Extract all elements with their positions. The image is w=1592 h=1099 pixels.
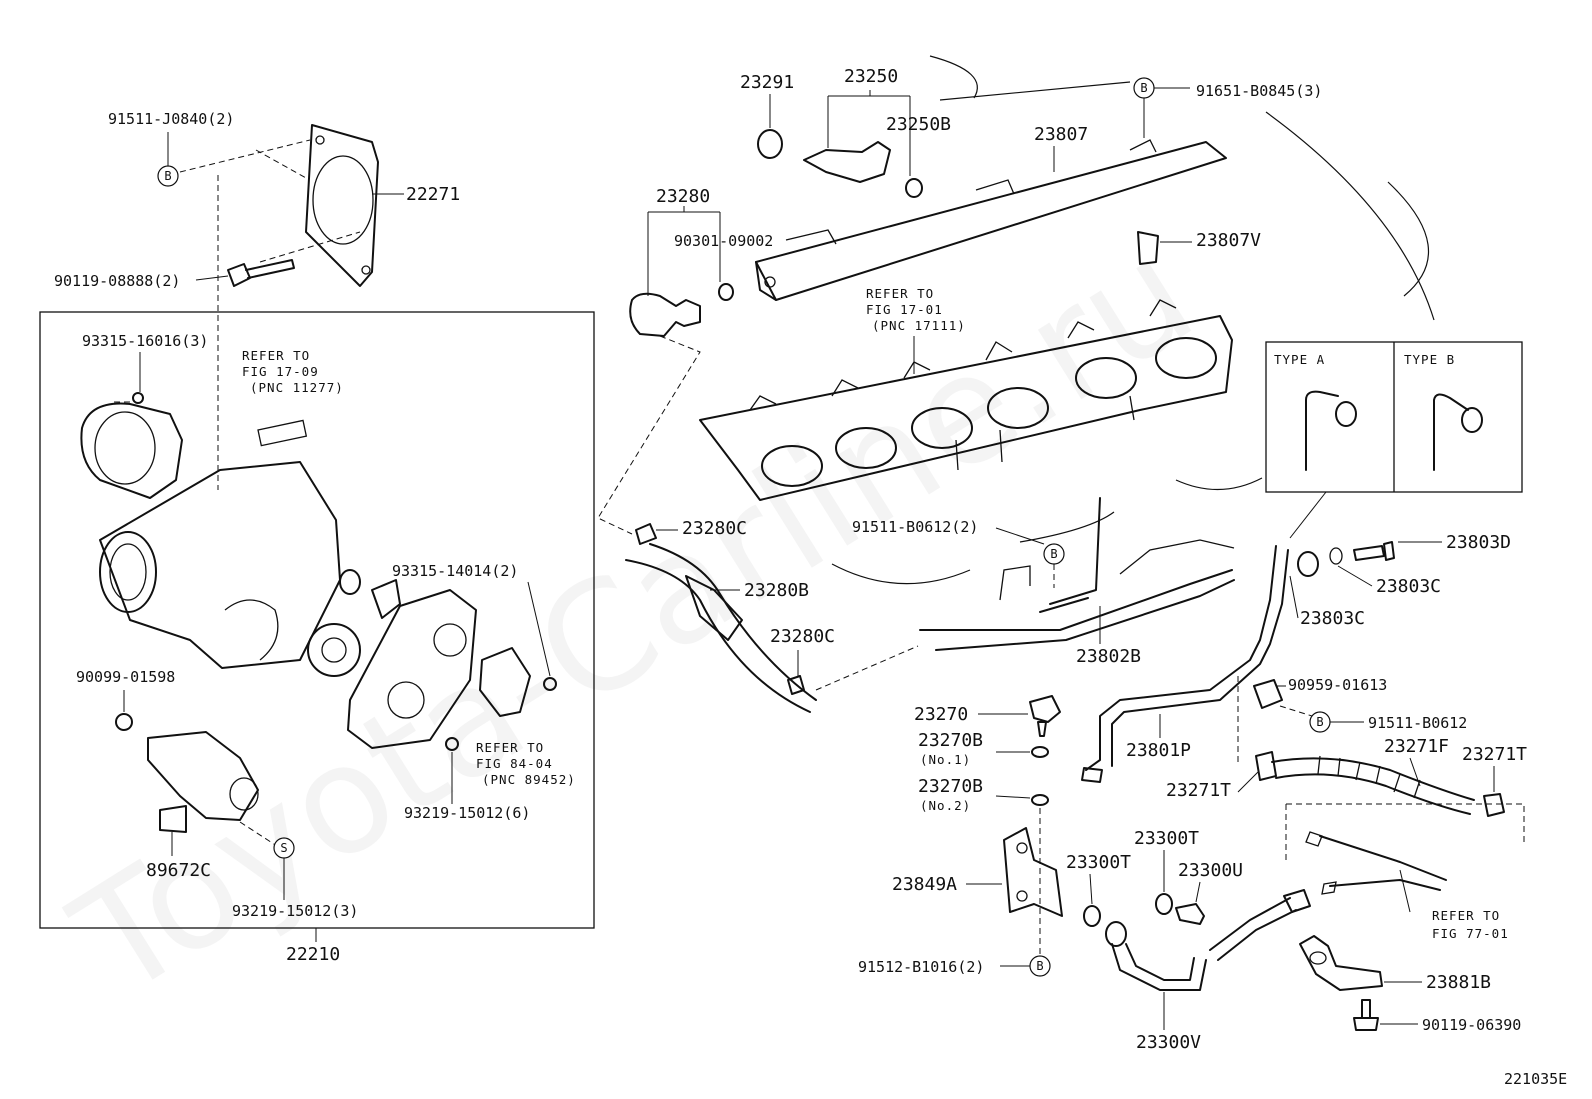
refer-note-fig17-01-line2: FIG 17-01 — [866, 302, 943, 317]
svg-text:B: B — [1140, 81, 1147, 95]
bolt-90119-08888-drawing — [227, 259, 295, 287]
marker-s-93219-15012: S — [273, 837, 295, 859]
label-90119-06390: 90119-06390 — [1422, 1016, 1521, 1034]
label-23291: 23291 — [740, 72, 794, 93]
svg-text:B: B — [1316, 715, 1323, 729]
label-23250: 23250 — [844, 66, 898, 87]
fuel-pipe-23802B-drawing — [919, 497, 1235, 651]
delivery-pipe-23807-drawing — [755, 139, 1227, 301]
refer-note-fig84-04-line2: FIG 84-04 — [476, 756, 553, 771]
label-23270B-2: 23270B — [918, 776, 983, 797]
clamp-90959-drawing — [1253, 679, 1283, 709]
bracket-23849A-drawing — [1003, 827, 1063, 917]
label-93219-15012-6: 93219-15012(6) — [404, 804, 530, 822]
label-23803D: 23803D — [1446, 532, 1511, 553]
pressure-regulator-23280-drawing — [629, 283, 734, 337]
label-23300T-1: 23300T — [1066, 852, 1131, 873]
injector-23250-drawing — [757, 129, 923, 198]
type-a-label: TYPE A — [1274, 352, 1325, 367]
label-90301-09002: 90301-09002 — [674, 232, 773, 250]
refer-note-fig77-01-line2: FIG 77-01 — [1432, 926, 1509, 941]
svg-text:B: B — [1050, 547, 1057, 561]
refer-note-fig17-01-line3: (PNC 17111) — [872, 318, 966, 333]
figure-id: 221035E — [1504, 1070, 1567, 1088]
label-91651-B0845: 91651-B0845(3) — [1196, 82, 1322, 100]
refer-note-fig17-01-line1: REFER TO — [866, 286, 934, 301]
label-93315-16016: 93315-16016(3) — [82, 332, 208, 350]
label-90099-01598: 90099-01598 — [76, 668, 175, 686]
marker-b-91511-B0612: B — [1309, 711, 1331, 733]
label-93219-15012-3: 93219-15012(3) — [232, 902, 358, 920]
watermark-text: Toyota-Carline.ru — [46, 206, 1222, 1031]
marker-b-91511-J0840: B — [157, 165, 179, 187]
label-23300V: 23300V — [1136, 1032, 1201, 1053]
label-90119-08888: 90119-08888(2) — [54, 272, 180, 290]
bolt-90119-06390-drawing — [1353, 999, 1379, 1031]
label-23802B: 23802B — [1076, 646, 1141, 667]
label-93315-14014: 93315-14014(2) — [392, 562, 518, 580]
svg-text:B: B — [1036, 959, 1043, 973]
label-23270B-1-note: (No.1) — [920, 752, 971, 767]
label-23270: 23270 — [914, 704, 968, 725]
hose-23280B-drawing — [625, 523, 817, 713]
label-23270B-1: 23270B — [918, 730, 983, 751]
label-23801P: 23801P — [1126, 740, 1191, 761]
throttle-assembly-frame — [39, 311, 595, 929]
reference-fig77-01-box — [1285, 803, 1525, 895]
marker-b-91511-B0612-2: B — [1043, 543, 1065, 565]
label-23807V: 23807V — [1196, 230, 1261, 251]
label-23280C-1: 23280C — [682, 518, 747, 539]
hose-23300V-drawing — [1083, 889, 1311, 991]
label-91511-B0612-2: 91511-B0612(2) — [852, 518, 978, 536]
refer-note-fig84-04-line1: REFER TO — [476, 740, 544, 755]
type-selector-box — [1265, 341, 1523, 493]
label-23300T-2: 23300T — [1134, 828, 1199, 849]
label-23280C-2: 23280C — [770, 626, 835, 647]
label-23803C-1: 23803C — [1376, 576, 1441, 597]
clamp-23881B-drawing — [1299, 935, 1383, 991]
marker-b-91512: B — [1029, 955, 1051, 977]
label-22210: 22210 — [286, 944, 340, 965]
label-91512-B1016: 91512-B1016(2) — [858, 958, 984, 976]
label-22271: 22271 — [406, 184, 460, 205]
refer-note-fig84-04-line3: (PNC 89452) — [482, 772, 576, 787]
label-23271T-2: 23271T — [1462, 744, 1527, 765]
type-b-label: TYPE B — [1404, 352, 1455, 367]
throttle-motor-parts-drawing — [115, 392, 557, 833]
label-23270B-2-note: (No.2) — [920, 798, 971, 813]
label-23250B: 23250B — [886, 114, 951, 135]
label-23881B: 23881B — [1426, 972, 1491, 993]
label-23849A: 23849A — [892, 874, 957, 895]
label-91511-J0840: 91511-J0840(2) — [108, 110, 234, 128]
fuel-pipe-23801P-drawing — [1081, 541, 1395, 783]
hose-23271F-drawing — [1255, 751, 1505, 817]
svg-text:S: S — [280, 841, 287, 855]
label-91511-B0612: 91511-B0612 — [1368, 714, 1467, 732]
label-23300U: 23300U — [1178, 860, 1243, 881]
refer-note-fig17-09-line1: REFER TO — [242, 348, 310, 363]
label-23271T-1: 23271T — [1166, 780, 1231, 801]
gasket-22271-drawing — [305, 124, 379, 287]
label-23807: 23807 — [1034, 124, 1088, 145]
marker-b-91651: B — [1133, 77, 1155, 99]
label-89672C: 89672C — [146, 860, 211, 881]
label-23280B: 23280B — [744, 580, 809, 601]
refer-note-fig77-01-line1: REFER TO — [1432, 908, 1500, 923]
label-23803C-2: 23803C — [1300, 608, 1365, 629]
refer-note-fig17-09-line3: (PNC 11277) — [250, 380, 344, 395]
refer-note-fig17-09-line2: FIG 17-09 — [242, 364, 319, 379]
label-23271F: 23271F — [1384, 736, 1449, 757]
fitting-23270-drawing — [1029, 695, 1061, 806]
svg-text:B: B — [164, 169, 171, 183]
throttle-body-drawing — [80, 402, 341, 669]
label-23280: 23280 — [656, 186, 710, 207]
label-90959-01613: 90959-01613 — [1288, 676, 1387, 694]
